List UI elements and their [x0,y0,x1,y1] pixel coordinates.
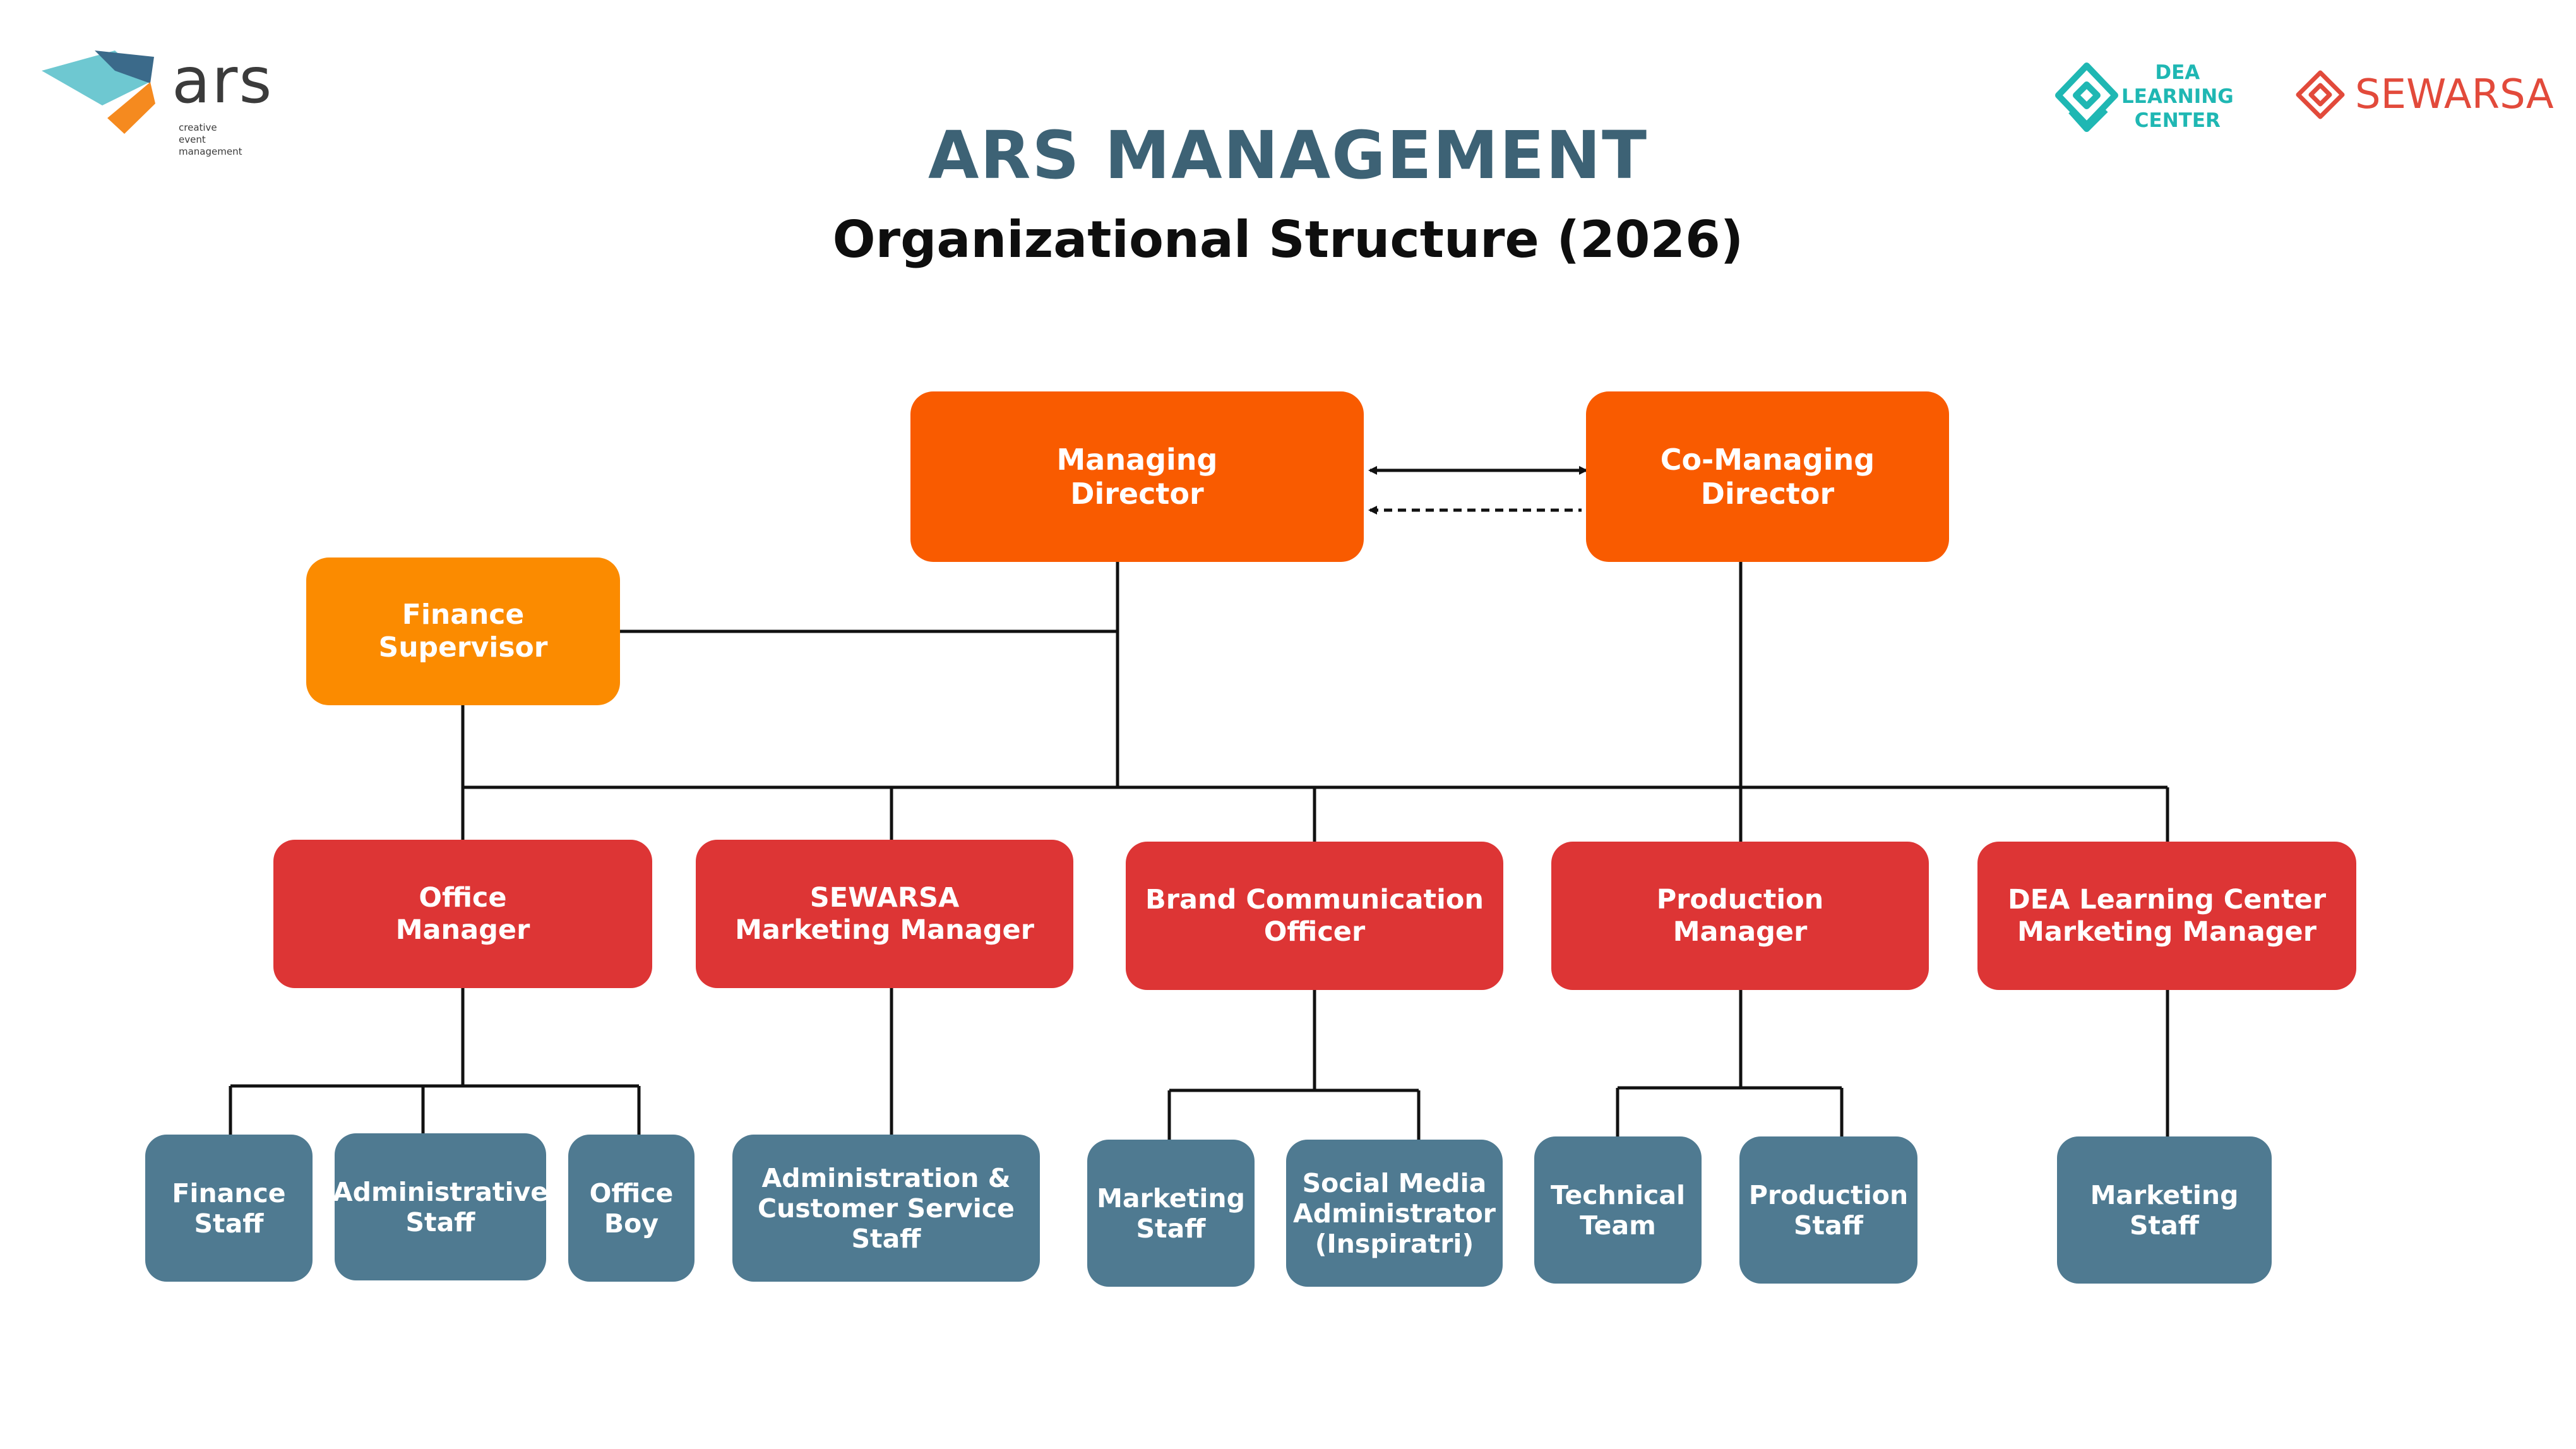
dea-marketing-staff-box: Marketing Staff [2057,1136,2272,1284]
finance-supervisor-box: Finance Supervisor [306,558,620,705]
sewarsa-logo-icon [2296,70,2345,119]
co-managing-director-label: Co-Managing Director [1660,443,1875,511]
page-subtitle: Organizational Structure (2026) [832,210,1744,269]
dea-learning-center-logo-text: DEA LEARNING CENTER [2121,61,2234,132]
staff-label: Production Staff [1748,1179,1909,1241]
co-managing-director-box: Co-Managing Director [1586,391,1949,562]
managing-director-box: Managing Director [910,391,1364,562]
admin-customer-service-staff-box: Administration & Customer Service Staff [732,1135,1040,1282]
finance-supervisor-label: Finance Supervisor [378,599,548,664]
staff-label: Administration & Customer Service Staff [758,1162,1015,1254]
finance-staff-box: Finance Staff [145,1135,313,1282]
office-boy-box: Office Boy [568,1135,695,1282]
managing-director-label: Managing Director [1056,443,1218,511]
staff-label: Marketing Staff [1097,1183,1245,1244]
social-media-administrator-box: Social Media Administrator (Inspiratri) [1286,1140,1503,1287]
staff-label: Technical Team [1550,1179,1686,1241]
manager-label: Brand Communication Officer [1145,883,1484,948]
staff-label: Social Media Administrator (Inspiratri) [1293,1167,1496,1259]
ars-logo-icon [42,51,155,134]
sewarsa-logo-text: SEWARSA [2355,71,2554,118]
sewarsa-marketing-manager-box: SEWARSA Marketing Manager [696,840,1073,988]
ars-logo-wordmark: ars [172,44,273,117]
office-manager-box: Office Manager [273,840,652,988]
staff-label: Office Boy [589,1178,674,1239]
staff-label: Marketing Staff [2090,1179,2239,1241]
manager-label: Office Manager [395,881,530,946]
page-title: ARS MANAGEMENT [927,117,1649,194]
production-staff-box: Production Staff [1739,1136,1917,1284]
dea-marketing-manager-box: DEA Learning Center Marketing Manager [1977,842,2356,990]
staff-label: Administrative Staff [332,1176,549,1237]
staff-label: Finance Staff [172,1178,286,1239]
technical-team-box: Technical Team [1534,1136,1702,1284]
manager-label: SEWARSA Marketing Manager [735,881,1034,946]
dea-learning-center-logo-icon [2055,63,2118,132]
marketing-staff-box: Marketing Staff [1087,1140,1255,1287]
ars-logo-tagline: creative event management [179,122,242,157]
production-manager-box: Production Manager [1551,842,1929,990]
manager-label: DEA Learning Center Marketing Manager [2007,883,2327,948]
administrative-staff-box: Administrative Staff [332,1133,549,1280]
brand-communication-officer-box: Brand Communication Officer [1126,842,1503,990]
manager-label: Production Manager [1656,883,1824,948]
